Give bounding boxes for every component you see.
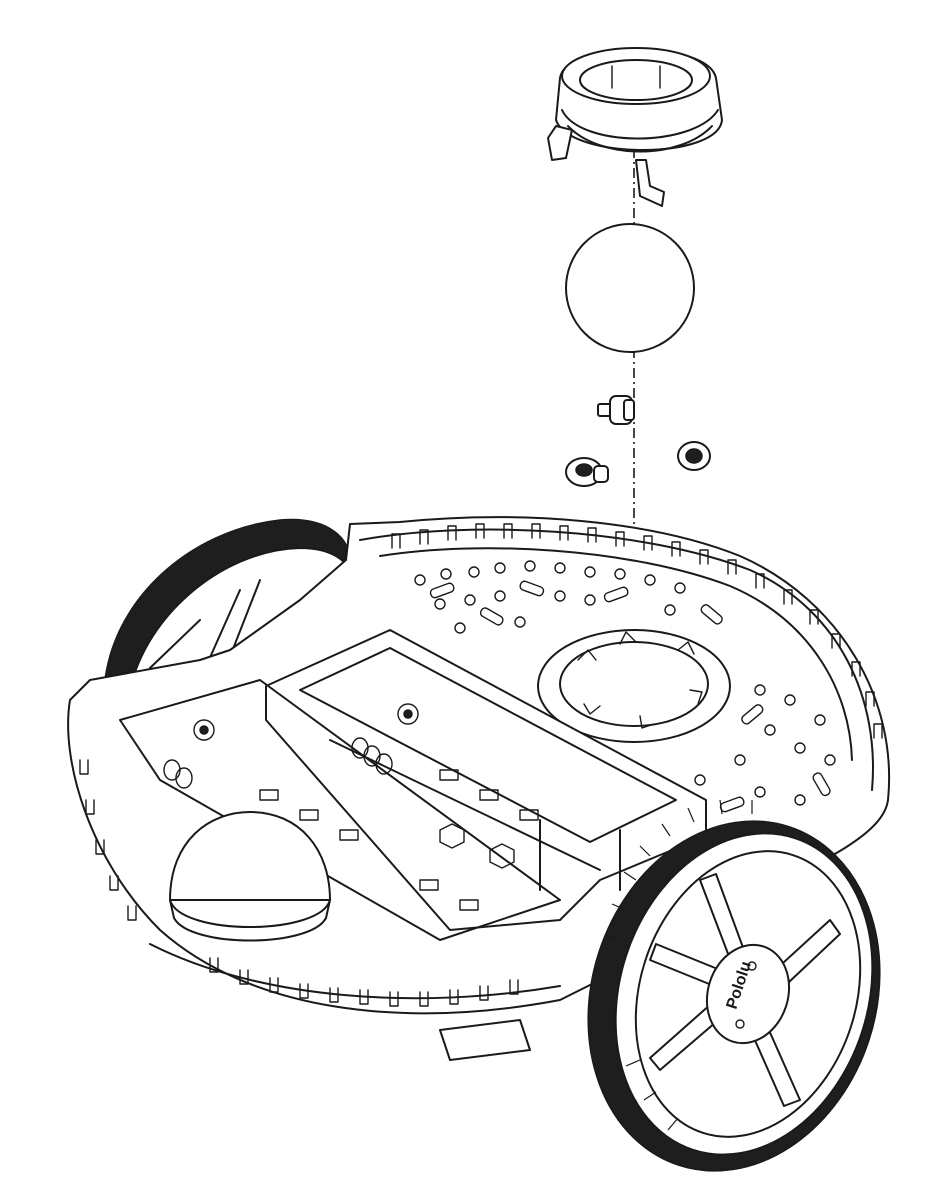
- battery-compartment: [119, 629, 707, 941]
- standoff-right: [677, 441, 711, 471]
- caster-mount: [537, 629, 731, 743]
- front-dome: [169, 811, 331, 942]
- battery-springs: [163, 737, 393, 789]
- standoff-left: [565, 457, 609, 487]
- caster-ball: [565, 223, 695, 353]
- standoff-center: [597, 395, 635, 425]
- caster-cap: [547, 47, 723, 207]
- rim-teeth: [391, 523, 883, 739]
- wheel-right: Pololu: [587, 799, 881, 1172]
- plate-holes: [414, 560, 836, 813]
